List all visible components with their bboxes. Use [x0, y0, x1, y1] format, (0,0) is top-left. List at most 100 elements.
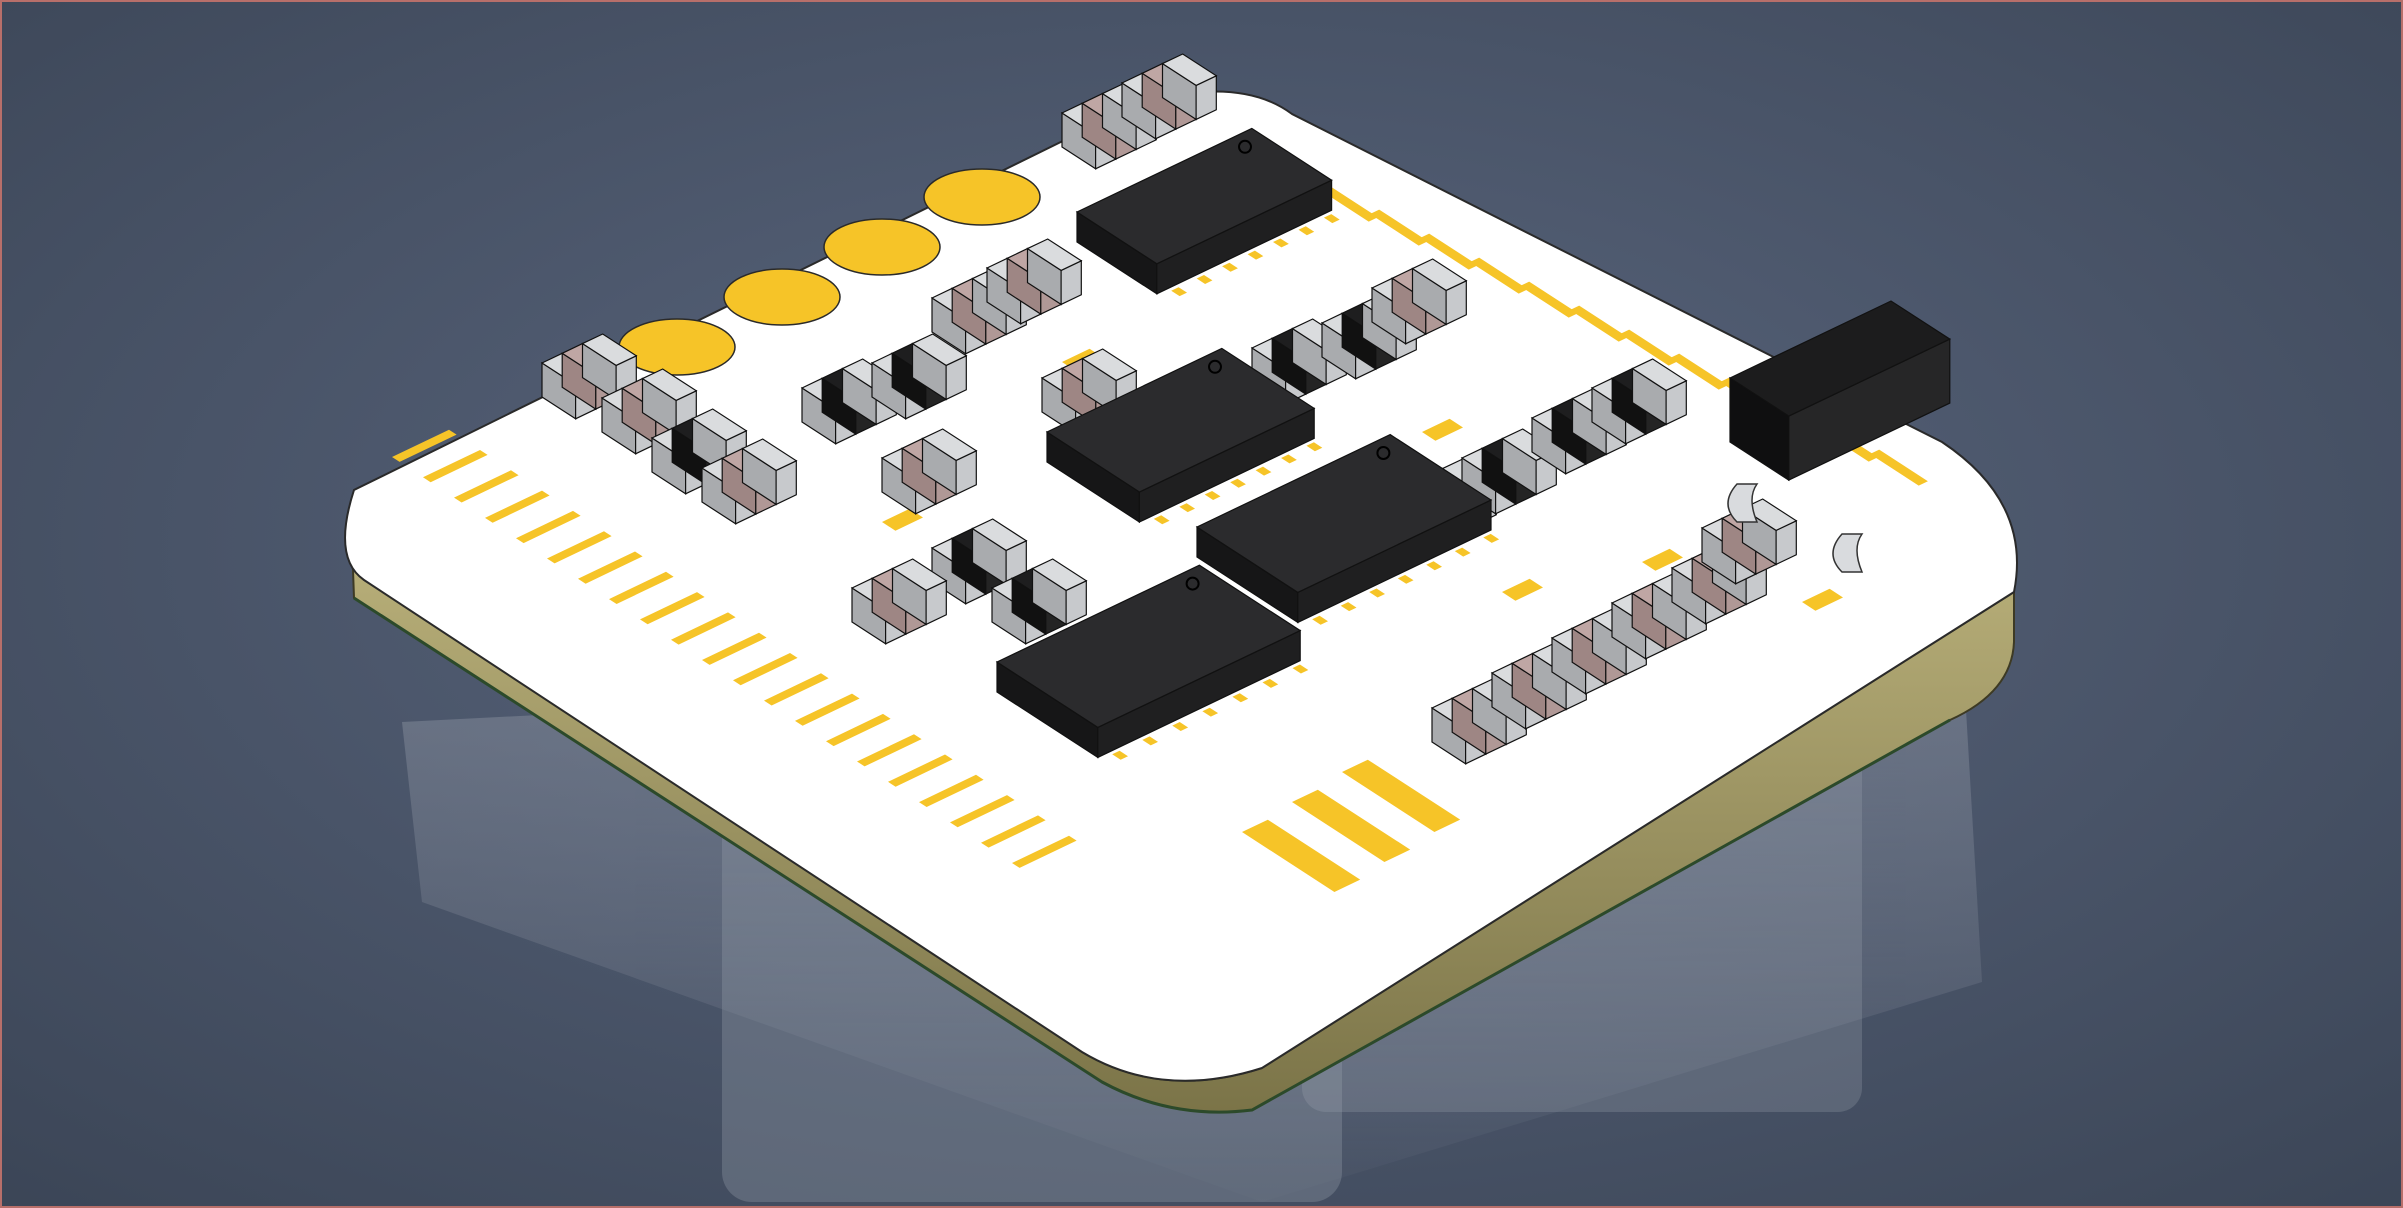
- small-pad: [1502, 578, 1543, 601]
- edge-pad: [857, 734, 922, 767]
- edge-pad: [795, 693, 860, 726]
- ic-pin: [1222, 262, 1238, 272]
- edge-pad: [1320, 185, 1378, 222]
- ic-pin: [1202, 707, 1219, 717]
- capacitor-end-top: [1031, 558, 1088, 592]
- pin1-marker: [1238, 139, 1252, 154]
- edge-pad: [888, 754, 953, 787]
- edge-pad: [1620, 329, 1678, 366]
- ic-pin: [1312, 615, 1328, 625]
- ic-pin: [1340, 602, 1357, 612]
- ic-pin: [1369, 588, 1385, 598]
- capacitor-end-top: [1631, 358, 1688, 392]
- edge-pad: [702, 632, 767, 665]
- edge-pad: [485, 490, 550, 523]
- edge-pad: [671, 612, 736, 645]
- ic-pin: [1255, 466, 1272, 476]
- ic-pin: [1292, 664, 1309, 674]
- sot-lead: [1727, 483, 1759, 523]
- edge-pad: [950, 795, 1015, 828]
- ic-pin: [1112, 750, 1128, 760]
- capacitor-end: [581, 333, 638, 401]
- edge-pad: [1870, 449, 1928, 486]
- ic-center-top: [1045, 347, 1316, 493]
- ic-top: [1075, 127, 1333, 295]
- small-pad: [882, 508, 923, 531]
- oval-pad: [723, 268, 841, 326]
- capacitor-end-top: [921, 428, 978, 462]
- capacitor-end-top: [1026, 238, 1083, 272]
- edge-pad: [1670, 353, 1728, 390]
- ic-pin: [1273, 238, 1289, 248]
- capacitor-end: [1411, 258, 1468, 326]
- edge-pad: [454, 470, 519, 503]
- edge-pad: [1520, 281, 1578, 318]
- edge-pad: [764, 673, 829, 706]
- pin1-marker: [1208, 359, 1222, 374]
- capacitor-end: [921, 428, 978, 496]
- edge-pad: [1570, 305, 1628, 342]
- ic-pin: [1247, 250, 1264, 260]
- capacitor-end-top: [1081, 348, 1138, 382]
- power-pad: [1242, 819, 1361, 892]
- ic-pin: [1171, 287, 1187, 297]
- power-pad: [1292, 789, 1411, 862]
- ic-right: [1195, 433, 1493, 624]
- sot-package-top: [1728, 300, 1952, 417]
- ic-right-top: [1195, 433, 1493, 594]
- ic-pin: [1172, 722, 1189, 731]
- capacitor-end-top: [911, 333, 968, 367]
- pin1-marker: [1376, 446, 1391, 460]
- capacitor-end: [1161, 53, 1218, 121]
- edge-pad: [392, 429, 457, 462]
- capacitor-end-top: [1411, 258, 1468, 292]
- capacitor-end-top: [581, 333, 638, 367]
- ic-pin: [1142, 736, 1158, 746]
- capacitor-end-top: [741, 438, 798, 472]
- edge-pad: [547, 531, 612, 564]
- small-pad: [1422, 418, 1463, 441]
- edge-pad: [578, 551, 643, 584]
- ic-center: [1045, 347, 1316, 524]
- ic-pin: [1281, 454, 1297, 464]
- ic-pin: [1306, 442, 1323, 452]
- component-group: [540, 53, 1952, 765]
- edge-pad: [1370, 209, 1428, 246]
- capacitor-end-top: [1741, 498, 1798, 532]
- edge-pad: [1420, 233, 1478, 270]
- oval-pad: [823, 218, 941, 276]
- pin1-marker: [1185, 576, 1200, 591]
- capacitor-end: [891, 558, 948, 626]
- edge-pad: [640, 592, 705, 625]
- ic-pin: [1323, 214, 1340, 224]
- ic-top-top: [1075, 127, 1333, 265]
- ic-pin: [1426, 561, 1442, 571]
- ic-pin: [1483, 533, 1500, 543]
- ic-bottom-top: [995, 564, 1302, 729]
- capacitor-end-top: [691, 408, 748, 442]
- ic-pin: [1262, 678, 1279, 688]
- capacitor-end: [641, 368, 698, 436]
- capacitor-end-top: [641, 368, 698, 402]
- ic-pin: [1298, 226, 1315, 236]
- edge-pad: [919, 774, 984, 807]
- ic-pin: [1230, 478, 1246, 488]
- capacitor-end: [911, 333, 968, 401]
- edge-pad: [516, 510, 581, 544]
- capacitor-end-top: [891, 558, 948, 592]
- capacitor-end: [1031, 558, 1088, 626]
- ic-pin: [1153, 515, 1170, 525]
- edge-pad: [733, 653, 798, 686]
- ic-pin: [1397, 574, 1414, 584]
- ic-pin: [1179, 503, 1195, 513]
- small-pad: [1642, 548, 1683, 571]
- ic-pin: [1204, 491, 1221, 500]
- edge-pad: [1012, 835, 1077, 868]
- capacitor-end: [971, 518, 1028, 586]
- capacitor-end: [1026, 238, 1083, 306]
- ic-pin: [1232, 693, 1249, 703]
- pad-group: [392, 168, 1928, 892]
- edge-pad: [981, 815, 1046, 848]
